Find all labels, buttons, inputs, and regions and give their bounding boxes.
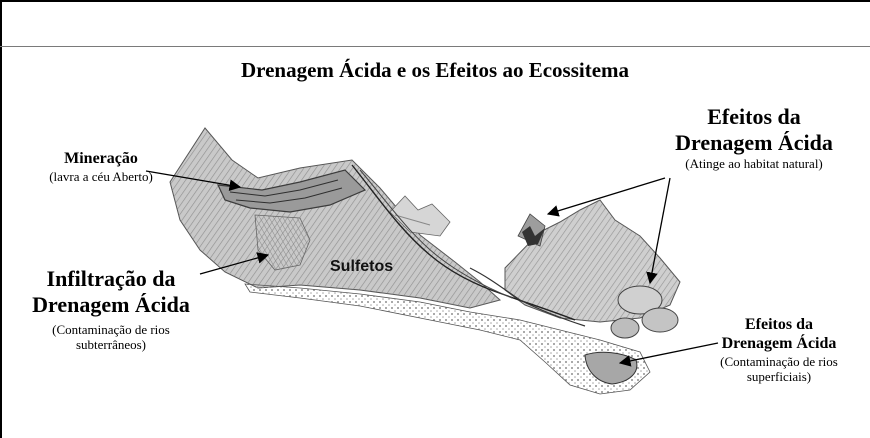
efeitos-habitat-title-line1: Efeitos da: [664, 104, 844, 130]
efeitos-rios-title-line1: Efeitos da: [704, 316, 854, 335]
efeitos-rios-subtitle-line2: superficiais): [704, 369, 854, 384]
infiltracao-subtitle-line2: subterrâneos): [18, 337, 204, 352]
mineracao-title: Mineração: [42, 150, 160, 169]
infiltracao-title-line2: Drenagem Ácida: [18, 292, 204, 318]
efeitos-rios-subtitle-line1: (Contaminação de rios: [704, 354, 854, 369]
efeitos-habitat-title-line2: Drenagem Ácida: [664, 130, 844, 156]
label-mineracao: Mineração (lavra a céu Aberto): [42, 150, 160, 184]
label-infiltracao: Infiltração da Drenagem Ácida (Contamina…: [18, 266, 204, 353]
label-efeitos-rios: Efeitos da Drenagem Ácida (Contaminação …: [704, 316, 854, 384]
infiltracao-subtitle-line1: (Contaminação de rios: [18, 322, 204, 337]
left-mountain: [170, 128, 500, 308]
label-efeitos-habitat: Efeitos da Drenagem Ácida (Atinge ao hab…: [664, 104, 844, 171]
mineracao-subtitle: (lavra a céu Aberto): [42, 169, 160, 184]
efeitos-habitat-subtitle: (Atinge ao habitat natural): [664, 156, 844, 171]
infiltracao-title-line1: Infiltração da: [18, 266, 204, 292]
efeitos-rios-title-line2: Drenagem Ácida: [704, 335, 854, 354]
sulfetos-label: Sulfetos: [330, 258, 393, 277]
